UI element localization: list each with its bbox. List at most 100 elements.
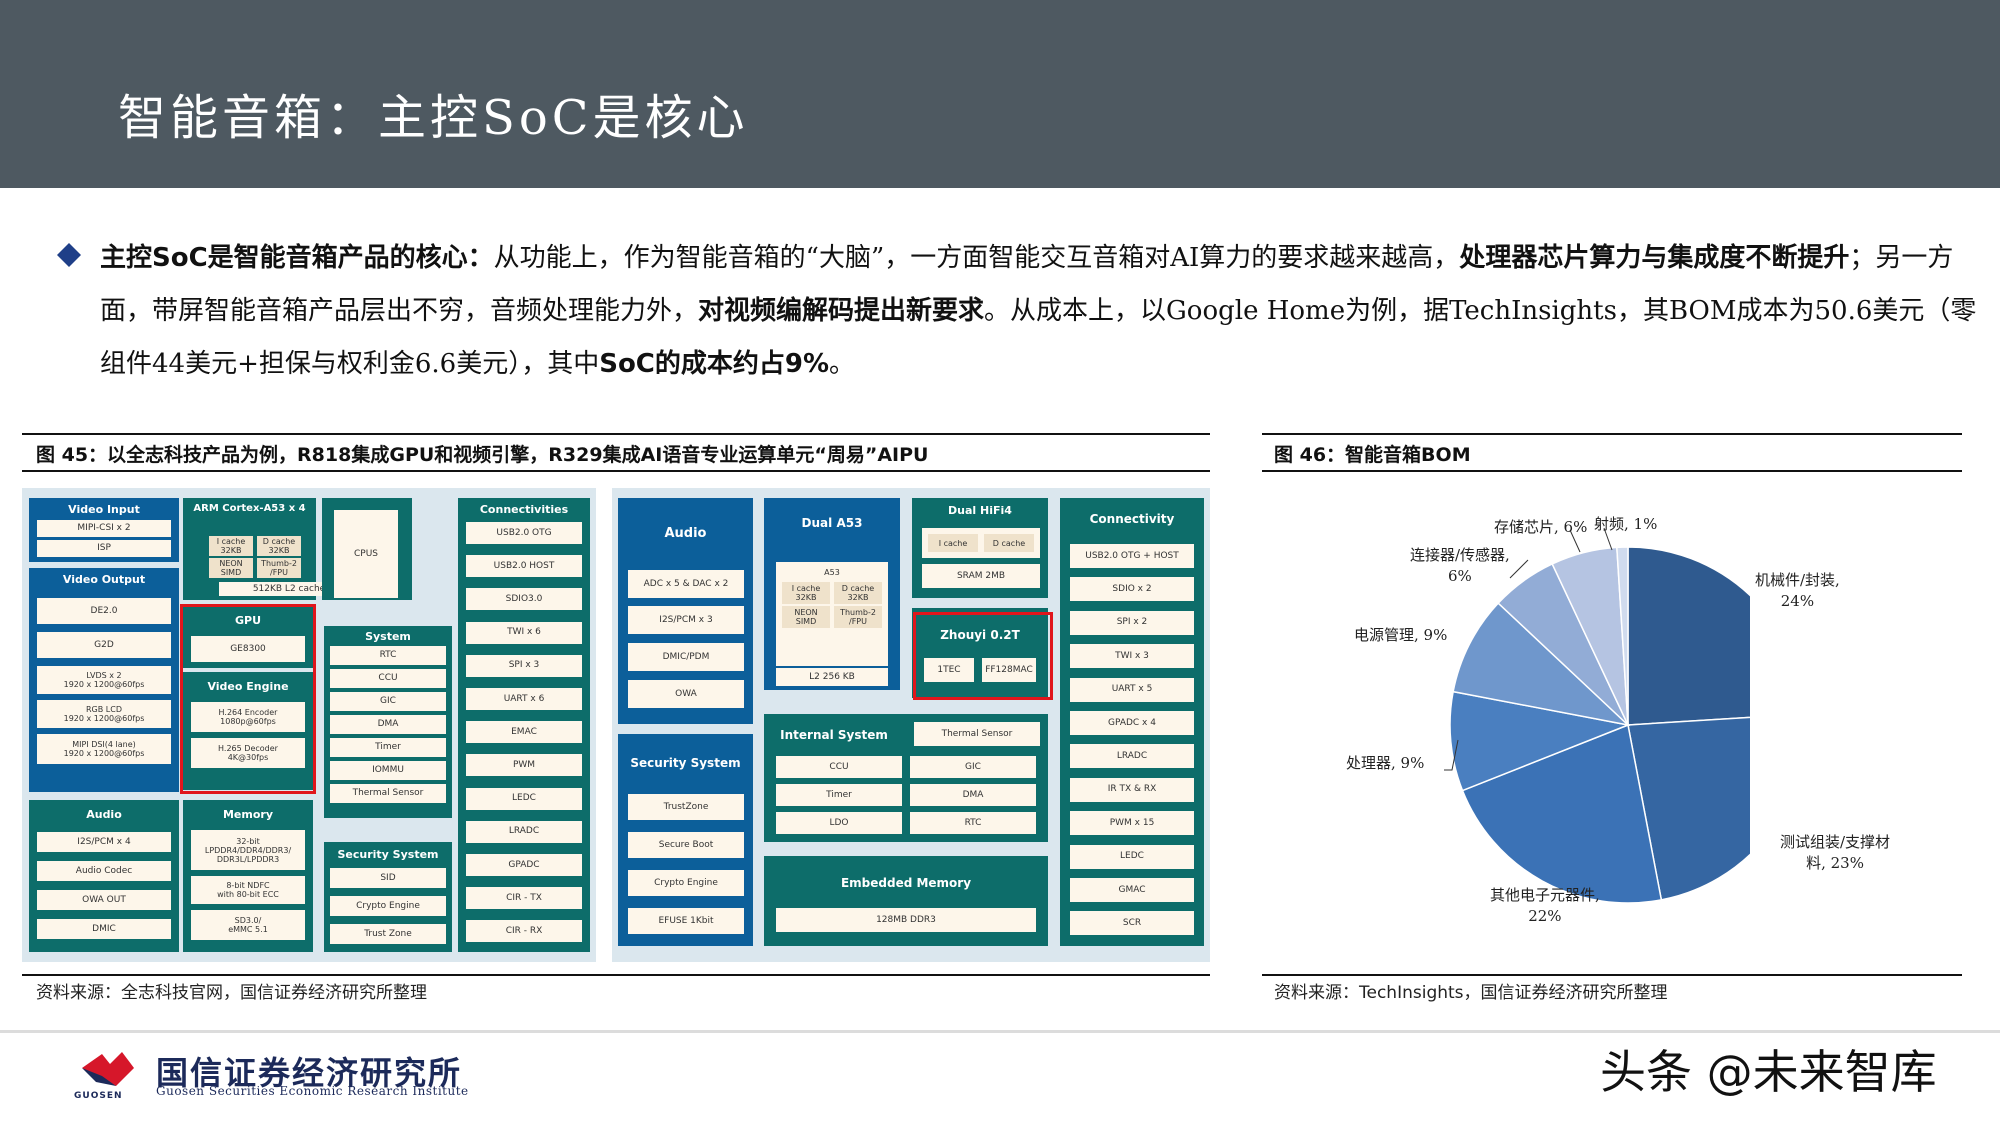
pie-data-label: 其他电子元器件, 22% — [1490, 886, 1600, 925]
block-title: Zhouyi 0.2T — [940, 628, 1020, 642]
block-cell: OWA — [628, 680, 744, 708]
summary-part: 。 — [829, 349, 856, 379]
block-cell: TrustZone — [628, 794, 744, 820]
block-title: Security System — [630, 756, 741, 770]
summary-part: 从功能上，作为智能音箱的“大脑”，一方面智能交互音箱对AI算力的要求越来越高， — [493, 243, 1460, 273]
pie-data-label: 射频, 1% — [1594, 515, 1658, 533]
block-cell: L2 256 KB — [776, 668, 888, 686]
connectivity-item: CIR - TX — [466, 887, 582, 910]
block-cell: Crypto Engine — [628, 870, 744, 896]
connectivity-item: LEDC — [466, 787, 582, 810]
block-cell: I cache 32KB — [209, 536, 253, 556]
pie-data-label: 处理器, 9% — [1346, 754, 1425, 772]
connectivity-item: USB2.0 HOST — [466, 555, 582, 578]
block-cell: Timer — [330, 738, 446, 757]
block-cell: H.265 Decoder 4K@30fps — [191, 738, 305, 768]
pie-data-label: 机械件/封装, 24% — [1755, 571, 1840, 610]
figure-45-title: 图 45：以全志科技产品为例，R818集成GPU和视频引擎，R329集成AI语音… — [36, 444, 929, 466]
connectivity-item: USB2.0 OTG + HOST — [1070, 544, 1194, 568]
block-title: Memory — [222, 808, 274, 821]
r818-video-input-block: Video Input MIPI-CSI x 2 ISP — [29, 498, 179, 562]
block-title: Audio — [664, 526, 707, 541]
diamond-bullet-icon — [57, 243, 81, 267]
summary-text: 主控SoC是智能音箱产品的核心：从功能上，作为智能音箱的“大脑”，一方面智能交互… — [100, 232, 2000, 391]
connectivity-item: UART x 5 — [1070, 677, 1194, 702]
r329-zhouyi-block: Zhouyi 0.2T 1TEC FF128MAC — [912, 608, 1048, 698]
pie-data-label: 测试组装/支撑材 料, 23% — [1780, 833, 1891, 872]
r818-block-diagram: Video Input MIPI-CSI x 2 ISP Video Outpu… — [22, 488, 596, 962]
r329-security-block: Security System TrustZone Secure Boot Cr… — [618, 734, 753, 946]
block-cell: RGB LCD 1920 x 1200@60fps — [37, 700, 171, 728]
figure-46-bottom-rule — [1262, 974, 1962, 976]
block-cell: IOMMU — [330, 761, 446, 780]
connectivity-item: LRADC — [1070, 744, 1194, 769]
block-cell: Secure Boot — [628, 832, 744, 858]
figure-46-source: 资料来源：TechInsights，国信证券经济研究所整理 — [1274, 978, 1668, 1003]
figure-45-bottom-rule — [22, 974, 1210, 976]
summary-emphasis: 处理器芯片算力与集成度不断提升 — [1459, 243, 1850, 273]
connectivity-item: UART x 6 — [466, 688, 582, 710]
block-cell: Thermal Sensor — [914, 722, 1040, 746]
summary-emphasis: SoC的成本约占9% — [599, 349, 830, 379]
block-cell: G2D — [37, 632, 171, 658]
block-title: Audio — [86, 808, 122, 821]
block-cell: SD3.0/ eMMC 5.1 — [191, 910, 305, 940]
pie-data-label: 电源管理, 9% — [1354, 626, 1448, 644]
connectivity-item: CIR - RX — [466, 920, 582, 943]
pie-slice — [1461, 723, 1663, 904]
figure-46-title: 图 46：智能音箱BOM — [1274, 444, 1471, 466]
connectivity-item: EMAC — [466, 721, 582, 744]
r818-video-engine-block: Video Engine H.264 Encoder 1080p@60fps H… — [183, 672, 313, 790]
block-title: Internal System — [780, 728, 888, 742]
block-cell: I2S/PCM x 4 — [37, 832, 171, 852]
block-cell: DMIC — [37, 919, 171, 939]
a53-core-label: A53 — [824, 568, 840, 577]
connectivity-item: TWI x 3 — [1070, 644, 1194, 669]
block-title: Connectivities — [479, 503, 569, 516]
r818-cpus-block: CPUS — [322, 498, 412, 600]
connectivity-item: GPADC — [466, 854, 582, 876]
block-cell: CCU — [776, 756, 902, 778]
block-title: Video Input — [68, 503, 140, 516]
connectivity-item: SDIO x 2 — [1070, 577, 1194, 602]
block-cell: I cache — [928, 534, 978, 552]
figure-46-top-rule — [1262, 433, 1962, 435]
figure-45-title-rule — [22, 470, 1210, 472]
block-title: Security System — [337, 848, 439, 861]
block-cell: GIC — [330, 692, 446, 711]
block-cell: D cache 32KB — [257, 536, 301, 556]
block-cell: Thumb-2 /FPU — [834, 606, 882, 628]
hifi-cache-row: I cache D cache — [922, 528, 1040, 558]
pie-data-label: 连接器/传感器, 6% — [1410, 546, 1510, 585]
connectivity-item: PWM — [466, 754, 582, 777]
connectivity-item: SPI x 2 — [1070, 610, 1194, 635]
block-cell: SID — [330, 868, 446, 888]
pie-leader-line — [1603, 527, 1613, 551]
block-cell: DMA — [330, 715, 446, 734]
zhouyi-highlight — [913, 612, 1053, 700]
connectivity-item: LRADC — [466, 820, 582, 843]
block-cell: Trust Zone — [330, 924, 446, 944]
block-cell: RTC — [910, 812, 1036, 834]
block-cell: 128MB DDR3 — [776, 908, 1036, 932]
block-title: Dual A53 — [801, 516, 863, 530]
block-cell: Thermal Sensor — [330, 784, 446, 803]
block-cell: MIPI-CSI x 2 — [37, 520, 171, 537]
summary-part: 。从成本上，以Google Home为例，据TechInsights，其BOM成… — [100, 296, 1977, 379]
r329-audio-block: Audio ADC x 5 & DAC x 2 I2S/PCM x 3 DMIC… — [618, 498, 753, 724]
block-cell: FF128MAC — [982, 658, 1036, 682]
summary-emphasis: 对视频编解码提出新要求 — [698, 296, 985, 326]
pie-slice — [1449, 690, 1631, 792]
block-cell: 1TEC — [924, 658, 974, 682]
block-cell: H.264 Encoder 1080p@60fps — [191, 702, 305, 732]
r818-security-block: Security System SID Crypto Engine Trust … — [324, 842, 452, 952]
r329-internal-system-block: Internal System Thermal Sensor CCU GIC T… — [764, 714, 1048, 842]
block-cell: ADC x 5 & DAC x 2 — [628, 570, 744, 598]
r818-audio-block: Audio I2S/PCM x 4 Audio Codec OWA OUT DM… — [29, 800, 179, 952]
block-cell: 8-bit NDFC with 80-bit ECC — [191, 876, 305, 904]
block-cell: SRAM 2MB — [922, 564, 1040, 588]
block-cell: ISP — [37, 540, 171, 557]
block-title: Dual HiFi4 — [948, 504, 1012, 517]
pie-data-label: 存储芯片, 6% — [1494, 518, 1588, 536]
